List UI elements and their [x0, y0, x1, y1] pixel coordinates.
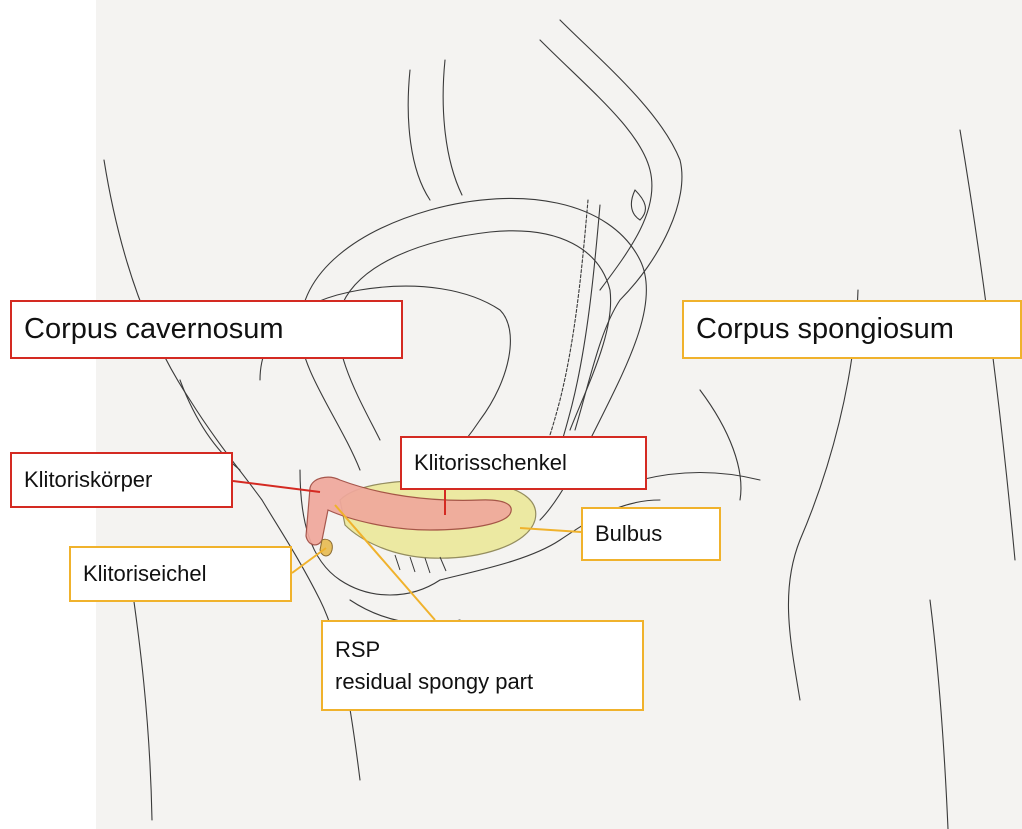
- label-klitorisschenkel: Klitorisschenkel: [400, 436, 647, 490]
- rectum-outline: [560, 20, 682, 430]
- glans-tissue: [320, 539, 332, 556]
- label-corpus-cavernosum: Corpus cavernosum: [10, 300, 403, 359]
- label-rsp-subtitle: residual spongy part: [335, 669, 533, 695]
- vagina-upper: [408, 70, 430, 200]
- label-rsp: RSP residual spongy part: [321, 620, 644, 711]
- right-hip-curve: [640, 473, 760, 481]
- label-rsp-title: RSP: [335, 637, 380, 663]
- thigh-inner: [700, 390, 741, 500]
- vagina-upper-2: [443, 60, 462, 195]
- rectum-fold: [631, 190, 645, 220]
- label-klitoriseichel: Klitoriseichel: [69, 546, 292, 602]
- label-corpus-spongiosum: Corpus spongiosum: [682, 300, 1022, 359]
- lower-right-contour: [930, 600, 948, 829]
- label-bulbus: Bulbus: [581, 507, 721, 561]
- label-klitoriskoerper: Klitoriskörper: [10, 452, 233, 508]
- leader-klitoriskoerper: [233, 481, 320, 492]
